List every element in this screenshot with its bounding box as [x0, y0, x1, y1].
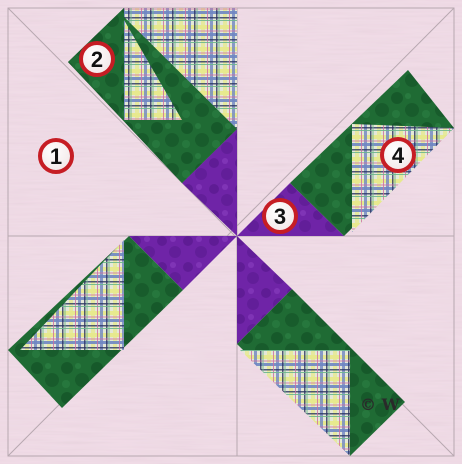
number-badge-1: 1: [40, 140, 72, 172]
number-badge-3: 3: [264, 200, 296, 232]
badge-label: 1: [50, 144, 62, 169]
badge-label: 3: [274, 204, 286, 229]
copyright-watermark: © W: [360, 395, 401, 414]
badge-label: 2: [91, 47, 103, 72]
badge-label: 4: [392, 143, 405, 168]
number-badge-4: 4: [382, 139, 414, 171]
number-badge-2: 2: [81, 43, 113, 75]
